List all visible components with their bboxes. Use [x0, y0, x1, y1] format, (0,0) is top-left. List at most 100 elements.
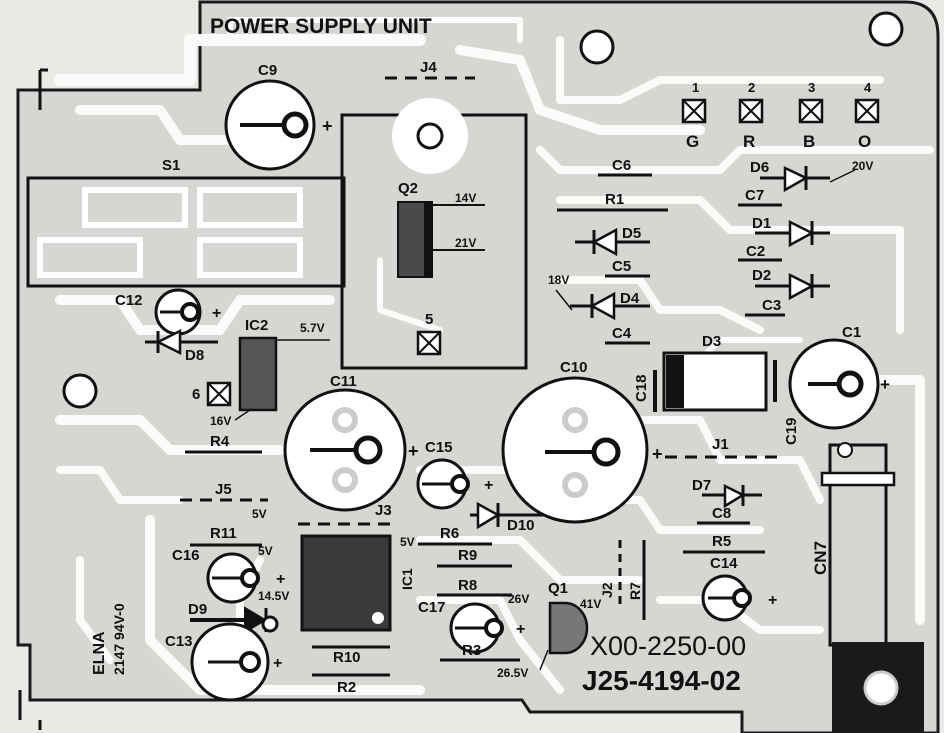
svg-text:+: + [768, 592, 777, 609]
svg-text:6: 6 [192, 386, 200, 403]
resistor-r9: R9 [437, 547, 512, 568]
svg-text:R11: R11 [210, 525, 237, 542]
svg-text:C1: C1 [842, 324, 861, 341]
capacitor-c19: C19 [773, 360, 800, 445]
capacitor-c14: C14 + [701, 555, 777, 622]
svg-text:R: R [743, 132, 755, 151]
v41-label: 41V [580, 597, 601, 611]
svg-text:R7: R7 [627, 582, 643, 600]
part-number-1: X00-2250-00 [590, 631, 746, 661]
svg-text:+: + [484, 477, 493, 494]
ic-ic2: IC2 5.7V 16V [210, 317, 330, 428]
resistor-r3: R3 [440, 642, 520, 662]
transistor-q2: Q2 14V 21V 5 [340, 98, 528, 370]
ic-ic1: IC1 5V 14.5V [258, 534, 415, 632]
c9-plus: + [322, 116, 333, 136]
maker-label: ELNA [91, 631, 108, 675]
svg-text:C13: C13 [165, 633, 193, 650]
svg-text:D7: D7 [692, 477, 711, 494]
diode-d6: D6 20V [750, 159, 873, 193]
svg-text:R4: R4 [210, 433, 230, 450]
v26-label: 26V [508, 592, 529, 606]
q2-14v-label: 14V [455, 191, 476, 205]
svg-text:Q1: Q1 [548, 580, 568, 597]
resistor-r4: R4 [185, 433, 262, 454]
part-number-2: J25-4194-02 [582, 665, 741, 696]
diode-d8: D8 [145, 328, 218, 364]
svg-text:D10: D10 [507, 517, 535, 534]
capacitor-c10: C10 + [501, 359, 663, 524]
svg-text:C5: C5 [612, 258, 631, 275]
svg-text:2: 2 [748, 80, 755, 95]
svg-text:R8: R8 [458, 577, 477, 594]
resistor-r1: R1 [557, 191, 668, 212]
diode-d5: D5 [575, 225, 650, 257]
svg-text:D5: D5 [622, 225, 641, 242]
ic1-5v-label: 5V [400, 535, 415, 549]
svg-text:D9: D9 [188, 601, 207, 618]
svg-text:1: 1 [692, 80, 699, 95]
diode-d10: D10 [470, 501, 545, 534]
svg-text:R10: R10 [333, 649, 361, 666]
svg-text:R2: R2 [337, 679, 356, 696]
q2-label: Q2 [398, 180, 418, 197]
q2-21v-label: 21V [455, 236, 476, 250]
svg-text:C17: C17 [418, 599, 446, 616]
svg-text:R3: R3 [462, 642, 481, 659]
svg-text:C6: C6 [612, 157, 631, 174]
svg-text:C12: C12 [115, 292, 143, 309]
diode-d3: D3 [662, 333, 768, 412]
v145-label: 14.5V [258, 589, 289, 603]
jumper-j1: J1 [665, 436, 785, 459]
svg-text:C16: C16 [172, 547, 200, 564]
svg-text:+: + [276, 571, 285, 588]
svg-text:B: B [803, 132, 815, 151]
jumper-j2: J2 [599, 540, 622, 610]
svg-text:J5: J5 [215, 481, 232, 498]
resistor-r6: R6 [418, 525, 492, 546]
transistor-q1: Q1 26V 41V 26.5V [497, 580, 601, 680]
svg-text:C7: C7 [745, 187, 764, 204]
svg-text:C11: C11 [330, 373, 357, 390]
capacitor-c16: C16 + [172, 547, 285, 604]
diode-d9: D9 [188, 601, 279, 634]
svg-text:+: + [273, 655, 282, 672]
svg-text:C14: C14 [710, 555, 738, 572]
d6-label: D6 [750, 159, 769, 176]
pad-g: 1 G [681, 80, 707, 151]
pad-o: 4 O [854, 80, 880, 151]
capacitor-c8: C8 [697, 505, 750, 525]
svg-text:D3: D3 [702, 333, 721, 350]
v57-label: 5.7V [300, 321, 325, 335]
v18-label: 18V [548, 273, 569, 287]
v20-label: 20V [852, 159, 873, 173]
j3-5v-label: 5V [252, 507, 267, 521]
svg-text:4: 4 [864, 80, 872, 95]
svg-text:R1: R1 [605, 191, 624, 208]
diode-d2: D2 [752, 267, 830, 301]
capacitor-c2: C2 [738, 243, 782, 262]
resistor-r7: R7 [627, 540, 646, 620]
svg-text:IC2: IC2 [245, 317, 268, 334]
svg-text:D8: D8 [185, 347, 204, 364]
resistor-r5: R5 [683, 533, 765, 554]
svg-text:CN7: CN7 [811, 541, 830, 575]
pad-r: 2 R [738, 80, 764, 151]
svg-text:+: + [880, 375, 890, 394]
capacitor-c18: C18 [633, 370, 657, 412]
capacitor-c6: C6 [598, 157, 652, 177]
svg-text:R5: R5 [712, 533, 731, 550]
svg-text:C4: C4 [612, 325, 632, 342]
capacitor-c9: C9 + [224, 62, 333, 171]
svg-text:C10: C10 [560, 359, 588, 376]
svg-text:+: + [408, 441, 419, 461]
mounting-holes [62, 11, 904, 409]
jumper-j4: J4 [385, 59, 475, 80]
svg-text:J1: J1 [712, 436, 729, 453]
output-pads: 1 G 2 R 3 B 4 O [681, 80, 880, 151]
diode-d1: D1 [752, 215, 830, 248]
svg-text:IC1: IC1 [399, 568, 415, 590]
s1-label: S1 [162, 157, 180, 174]
